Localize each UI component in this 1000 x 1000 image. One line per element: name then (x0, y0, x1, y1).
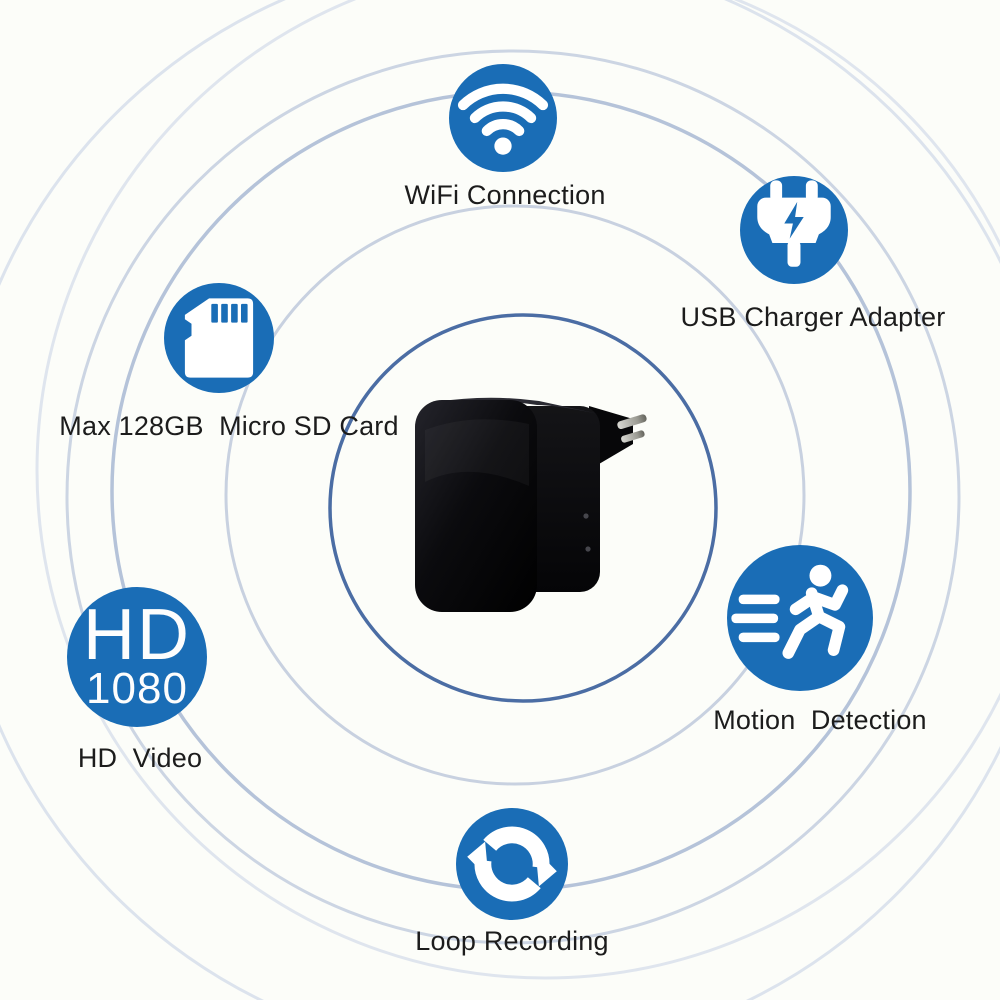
wifi-icon (449, 64, 557, 172)
loop-recording-label: Loop Recording (415, 926, 609, 956)
usb-charger-product-image (415, 397, 647, 612)
motion-detection-label: Motion Detection (713, 705, 927, 735)
micro-sd-card-icon (164, 283, 274, 393)
running-person-icon (727, 545, 873, 691)
hd-video-label: HD Video (77, 743, 203, 773)
hd-1080-badge: HD 1080 (67, 587, 207, 727)
loop-arrows-icon (456, 808, 568, 920)
hd-badge-line2: 1080 (86, 664, 188, 713)
usb-charger-adapter-label: USB Charger Adapter (680, 302, 946, 332)
micro-sd-card-label: Max 128GB Micro SD Card (59, 411, 399, 441)
power-plug-icon (740, 176, 848, 284)
wifi-connection-label: WiFi Connection (404, 180, 606, 210)
hd-badge-line1: HD (83, 595, 191, 675)
